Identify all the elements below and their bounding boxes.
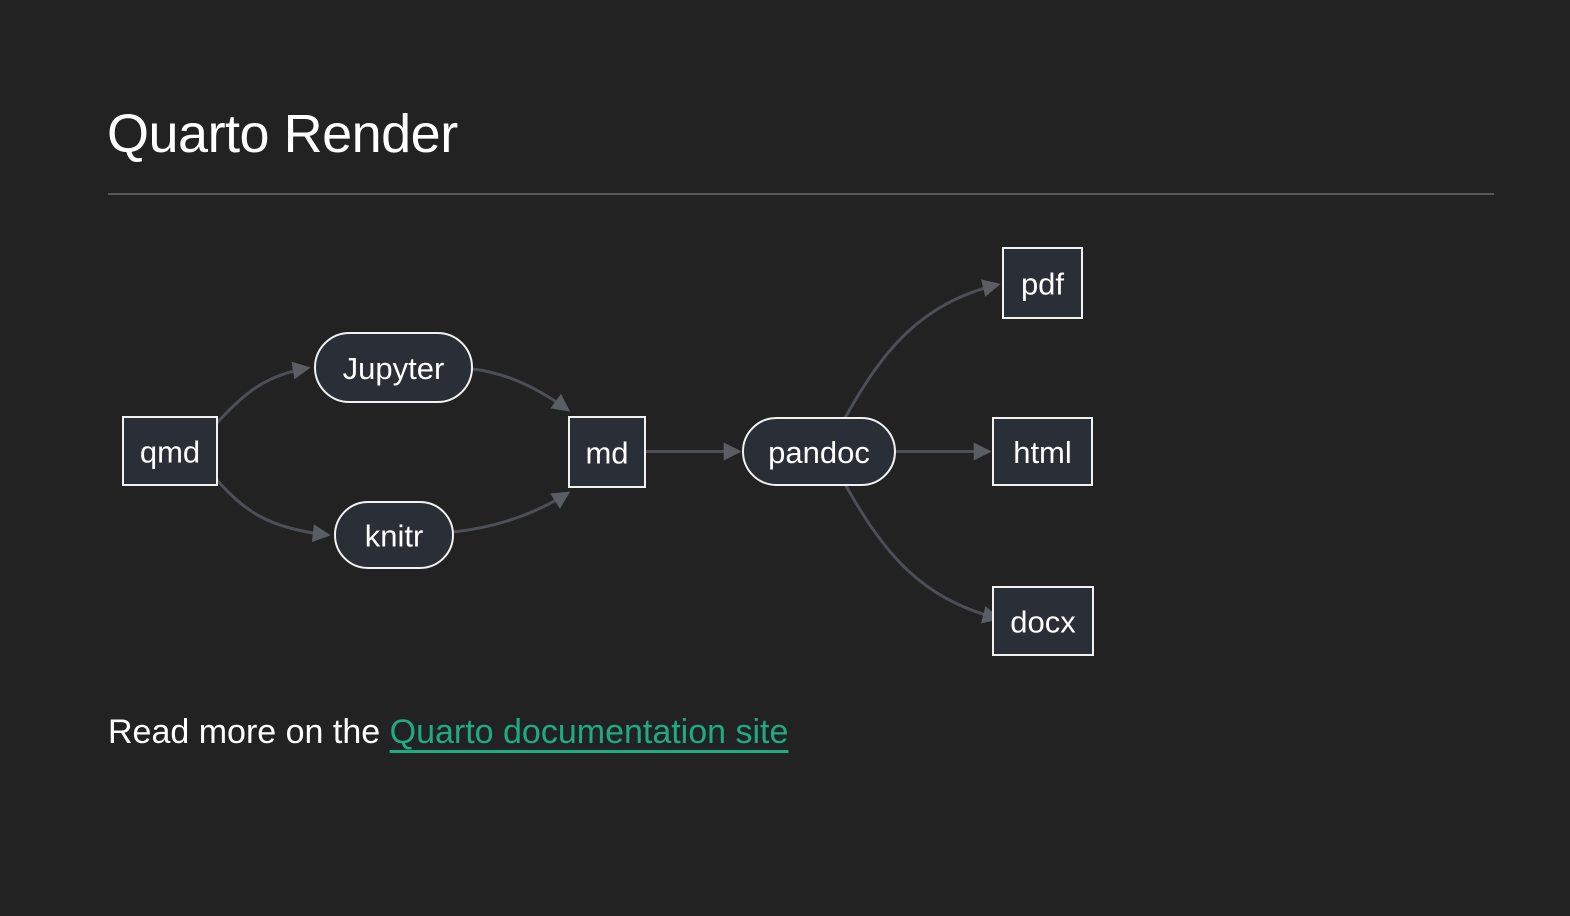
quarto-docs-link[interactable]: Quarto documentation site bbox=[389, 713, 789, 751]
node-knitr-shape bbox=[334, 501, 454, 569]
node-pandoc-label: pandoc bbox=[768, 435, 870, 470]
edge-jupyter-md bbox=[471, 367, 571, 412]
read-more-text: Read more on the Quarto documentation si… bbox=[108, 710, 788, 756]
edge-qmd-jupyter bbox=[214, 361, 311, 426]
node-pdf: pdf bbox=[1002, 247, 1083, 319]
edge-pandoc-pdf bbox=[843, 279, 1001, 419]
node-html-label: html bbox=[1013, 435, 1072, 470]
node-qmd: qmd bbox=[122, 416, 218, 486]
node-pdf-shape bbox=[1002, 247, 1083, 319]
edge-pandoc-docx bbox=[843, 483, 1001, 624]
node-pandoc: pandoc bbox=[742, 417, 896, 486]
read-more-prefix: Read more on the bbox=[108, 713, 390, 751]
node-docx: docx bbox=[992, 586, 1094, 656]
node-docx-shape bbox=[992, 586, 1094, 656]
node-jupyter-shape bbox=[314, 332, 473, 403]
page-title: Quarto Render bbox=[107, 104, 458, 164]
title-divider bbox=[108, 193, 1494, 195]
node-html: html bbox=[992, 417, 1093, 486]
node-md-shape bbox=[568, 416, 646, 488]
node-html-shape bbox=[992, 417, 1093, 486]
node-qmd-shape bbox=[122, 416, 218, 486]
node-jupyter-label: Jupyter bbox=[343, 351, 445, 386]
node-pdf-label: pdf bbox=[1021, 267, 1064, 302]
edges bbox=[214, 279, 1001, 624]
node-md: md bbox=[568, 416, 646, 488]
node-md-label: md bbox=[585, 436, 628, 471]
edge-qmd-knitr bbox=[214, 477, 331, 543]
node-qmd-label: qmd bbox=[140, 435, 200, 470]
edge-knitr-md bbox=[452, 491, 571, 534]
node-knitr-label: knitr bbox=[365, 519, 424, 554]
node-pandoc-shape bbox=[742, 417, 896, 486]
node-docx-label: docx bbox=[1010, 605, 1076, 640]
node-jupyter: Jupyter bbox=[314, 332, 473, 403]
node-knitr: knitr bbox=[334, 501, 454, 569]
